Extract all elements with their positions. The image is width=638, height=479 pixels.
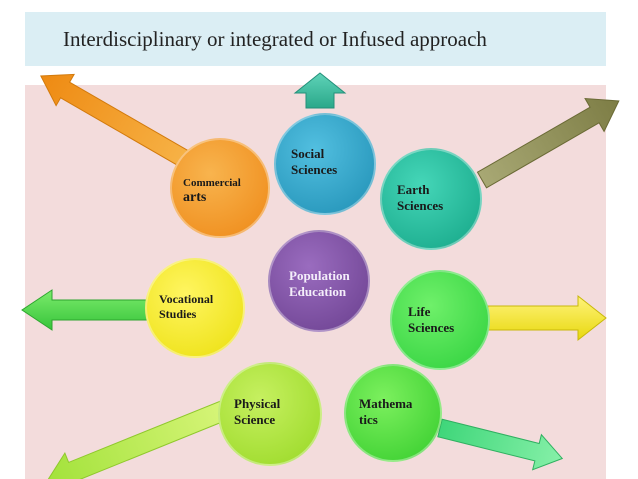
vocational-label-line2: Studies (159, 307, 197, 321)
earth-sciences-circle (380, 148, 482, 250)
center-label-line1: Population (289, 268, 350, 283)
social-sciences-label: Social Sciences (291, 146, 337, 178)
vocational-studies-label: Vocational Studies (159, 292, 213, 322)
title-bar: Interdisciplinary or integrated or Infus… (25, 12, 606, 66)
social-label-line1: Social (291, 146, 325, 161)
life-sciences-label: Life Sciences (408, 304, 454, 336)
life-sciences-circle (390, 270, 490, 370)
population-education-label: Population Education (289, 268, 350, 300)
physical-label-line1: Physical (234, 396, 281, 411)
mathematics-circle (344, 364, 442, 462)
earth-sciences-label: Earth Sciences (397, 182, 443, 214)
physical-science-label: Physical Science (234, 396, 280, 428)
page-title: Interdisciplinary or integrated or Infus… (63, 26, 487, 51)
commercial-arts-label: Commercial arts (183, 176, 241, 206)
vocational-label-line1: Vocational (159, 292, 214, 306)
commercial-arts-circle (170, 138, 270, 238)
arrow-earth (476, 97, 620, 189)
arrow-social (293, 72, 347, 109)
commercial-label-line1: Commercial (183, 177, 241, 189)
arrow-vocational (21, 289, 151, 331)
physical-label-line2: Science (234, 412, 276, 427)
life-label-line2: Sciences (408, 320, 455, 335)
arrow-life (487, 294, 607, 342)
life-label-line1: Life (408, 304, 431, 319)
center-label-line2: Education (289, 284, 347, 299)
arrow-physical (45, 398, 235, 479)
arrow-commercial (40, 73, 201, 174)
earth-label-line1: Earth (397, 182, 430, 197)
commercial-label-line2: arts (183, 190, 207, 205)
math-label-line2: tics (359, 412, 378, 427)
earth-label-line2: Sciences (397, 198, 444, 213)
social-label-line2: Sciences (291, 162, 338, 177)
physical-science-circle (218, 362, 322, 466)
social-sciences-circle (274, 113, 376, 215)
population-education-circle (268, 230, 370, 332)
math-label-line1: Mathema (359, 396, 413, 411)
vocational-studies-circle (145, 258, 245, 358)
mathematics-label: Mathema tics (359, 396, 412, 428)
arrow-math (437, 418, 564, 471)
